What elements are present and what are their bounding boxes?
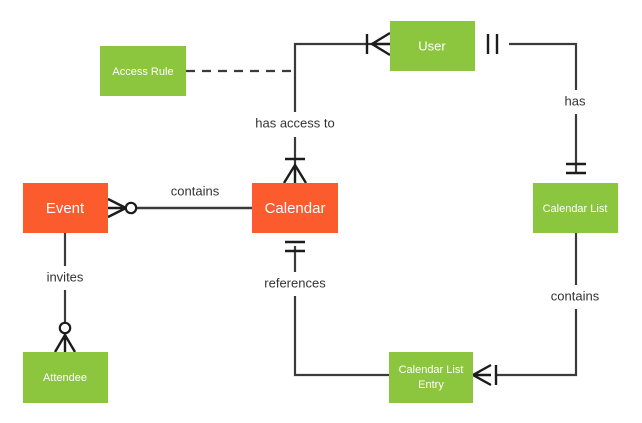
entity-event[interactable]: Event [23,183,108,233]
edge-calendar-to-entry-lower [293,296,389,377]
entity-access-rule[interactable]: Access Rule [100,46,186,96]
entity-calendar-list-entry-label-line1: Calendar List [399,364,464,376]
relationship-label-contains-event-calendar: contains [171,183,220,198]
entity-calendar-list[interactable]: Calendar List [533,183,618,233]
marker-exactly-one-user-right [486,34,499,54]
entity-attendee[interactable]: Attendee [23,352,108,403]
relationship-label-contains-calendar-list: contains [551,288,600,303]
entity-calendar-list-label: Calendar List [543,203,608,215]
relationship-label-invites: invites [47,269,84,284]
marker-exactly-one-calendar-list-top [566,162,586,175]
entity-user[interactable]: User [390,21,475,71]
marker-zero-or-many-event-right [107,197,138,219]
marker-one-or-many-calendar-top [282,157,308,184]
relationship-label-has: has [565,93,586,108]
entity-user-label: User [418,38,446,53]
entity-calendar-box[interactable] [252,183,338,233]
edge-calendar-list-to-entry-lower [495,309,578,377]
entities-layer: Access Rule User Event Calendar Calendar… [23,21,618,403]
entity-event-box[interactable] [23,183,108,233]
edge-user-to-calendar-list-upper [509,42,578,90]
entity-calendar[interactable]: Calendar [252,183,338,233]
entity-calendar-list-box[interactable] [533,183,618,233]
entity-calendar-list-entry[interactable]: Calendar List Entry [389,352,473,403]
entity-calendar-label: Calendar [265,200,326,217]
entity-calendar-list-entry-box[interactable] [389,352,473,403]
marker-one-or-many-entry-right [470,363,498,387]
entity-access-rule-box[interactable] [100,46,186,96]
entity-event-label: Event [46,200,85,217]
marker-zero-or-many-attendee-top [53,321,77,353]
edges-layer [63,42,578,377]
entity-attendee-box[interactable] [23,352,108,403]
edge-user-to-calendar-upper [293,42,378,112]
entity-calendar-list-entry-label-line2: Entry [418,379,444,391]
entity-attendee-label: Attendee [43,372,87,384]
entity-user-box[interactable] [390,21,475,71]
marker-one-or-many-user-left [365,31,391,57]
relationship-label-references: references [264,275,326,290]
marker-exactly-one-calendar-bottom [285,240,305,253]
relationship-labels-layer: has access to contains invites reference… [47,93,600,303]
cardinality-markers-layer [53,31,586,387]
entity-access-rule-label: Access Rule [112,66,173,78]
relationship-label-has-access-to: has access to [255,115,335,130]
